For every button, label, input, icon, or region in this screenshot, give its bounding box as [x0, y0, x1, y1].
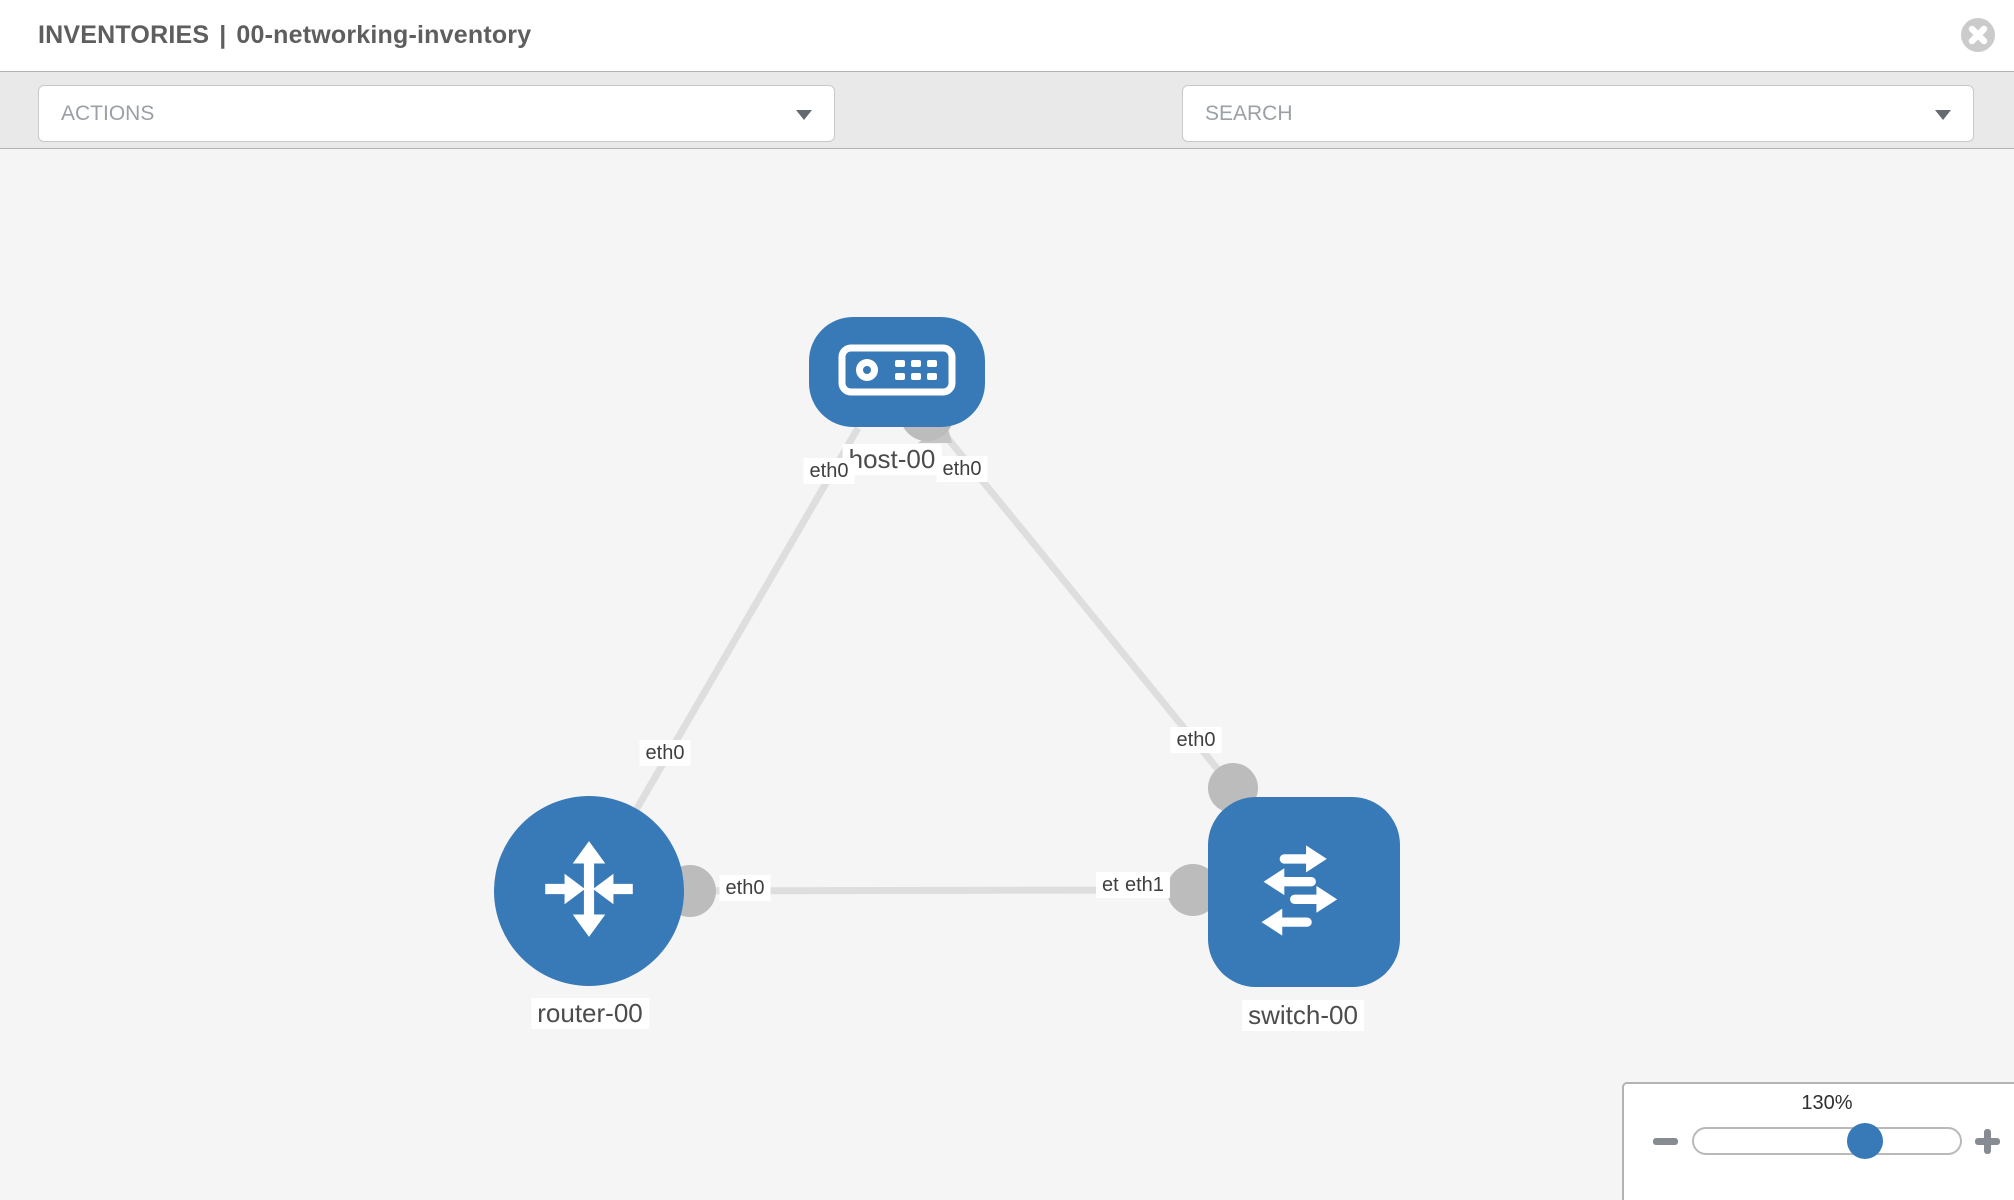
link-layer — [585, 387, 1258, 917]
chevron-down-icon — [1935, 109, 1951, 120]
interface-label-router-from-host: eth0 — [639, 740, 691, 766]
header: INVENTORIES | 00-networking-inventory — [0, 0, 2014, 71]
interface-label-host-to-switch: eth0 — [936, 456, 988, 482]
zoom-out-button[interactable] — [1653, 1138, 1678, 1145]
node-label-router: router-00 — [531, 998, 649, 1029]
interface-label-host-to-router: eth0 — [803, 458, 855, 484]
actions-dropdown-label: ACTIONS — [61, 101, 155, 125]
page-title-inventory-name: 00-networking-inventory — [236, 21, 532, 49]
search-dropdown[interactable]: SEARCH — [1182, 85, 1974, 142]
chevron-down-icon — [796, 109, 812, 120]
interface-label-switch-from-router: eth1 — [1119, 872, 1170, 898]
node-label-host: host-00 — [842, 444, 942, 475]
search-dropdown-label: SEARCH — [1205, 101, 1293, 125]
zoom-level-label: 130% — [1801, 1092, 1853, 1114]
page-title-separator: | — [219, 21, 227, 49]
switch-arrows-icon — [1247, 833, 1361, 952]
node-router-00[interactable] — [494, 796, 684, 986]
page-title: INVENTORIES | 00-networking-inventory — [38, 0, 531, 71]
server-icon — [838, 344, 956, 401]
zoom-panel: 130% — [1622, 1082, 2014, 1200]
switch-arrows-node[interactable] — [1208, 797, 1400, 987]
actions-dropdown[interactable]: ACTIONS — [38, 85, 835, 142]
close-button[interactable] — [1960, 17, 1996, 53]
zoom-slider-thumb[interactable] — [1847, 1123, 1883, 1159]
zoom-in-button[interactable] — [1975, 1129, 2000, 1154]
interface-label-switch-from-host: eth0 — [1170, 727, 1222, 753]
node-host-00[interactable] — [809, 317, 985, 427]
page-title-section: INVENTORIES — [38, 21, 210, 49]
zoom-slider[interactable] — [1692, 1123, 1962, 1159]
node-label-switch: switch-00 — [1242, 1000, 1364, 1031]
router-arrows-icon — [533, 833, 645, 950]
interface-label-router-to-switch: eth0 — [719, 875, 771, 901]
close-icon — [1960, 18, 1996, 56]
topology-canvas[interactable]: host-00 router-00 switch-00 eth0 eth0 et… — [0, 149, 2014, 1200]
interface-switch-eth1[interactable] — [1167, 864, 1219, 916]
toolbar: ACTIONS SEARCH — [0, 71, 2014, 204]
